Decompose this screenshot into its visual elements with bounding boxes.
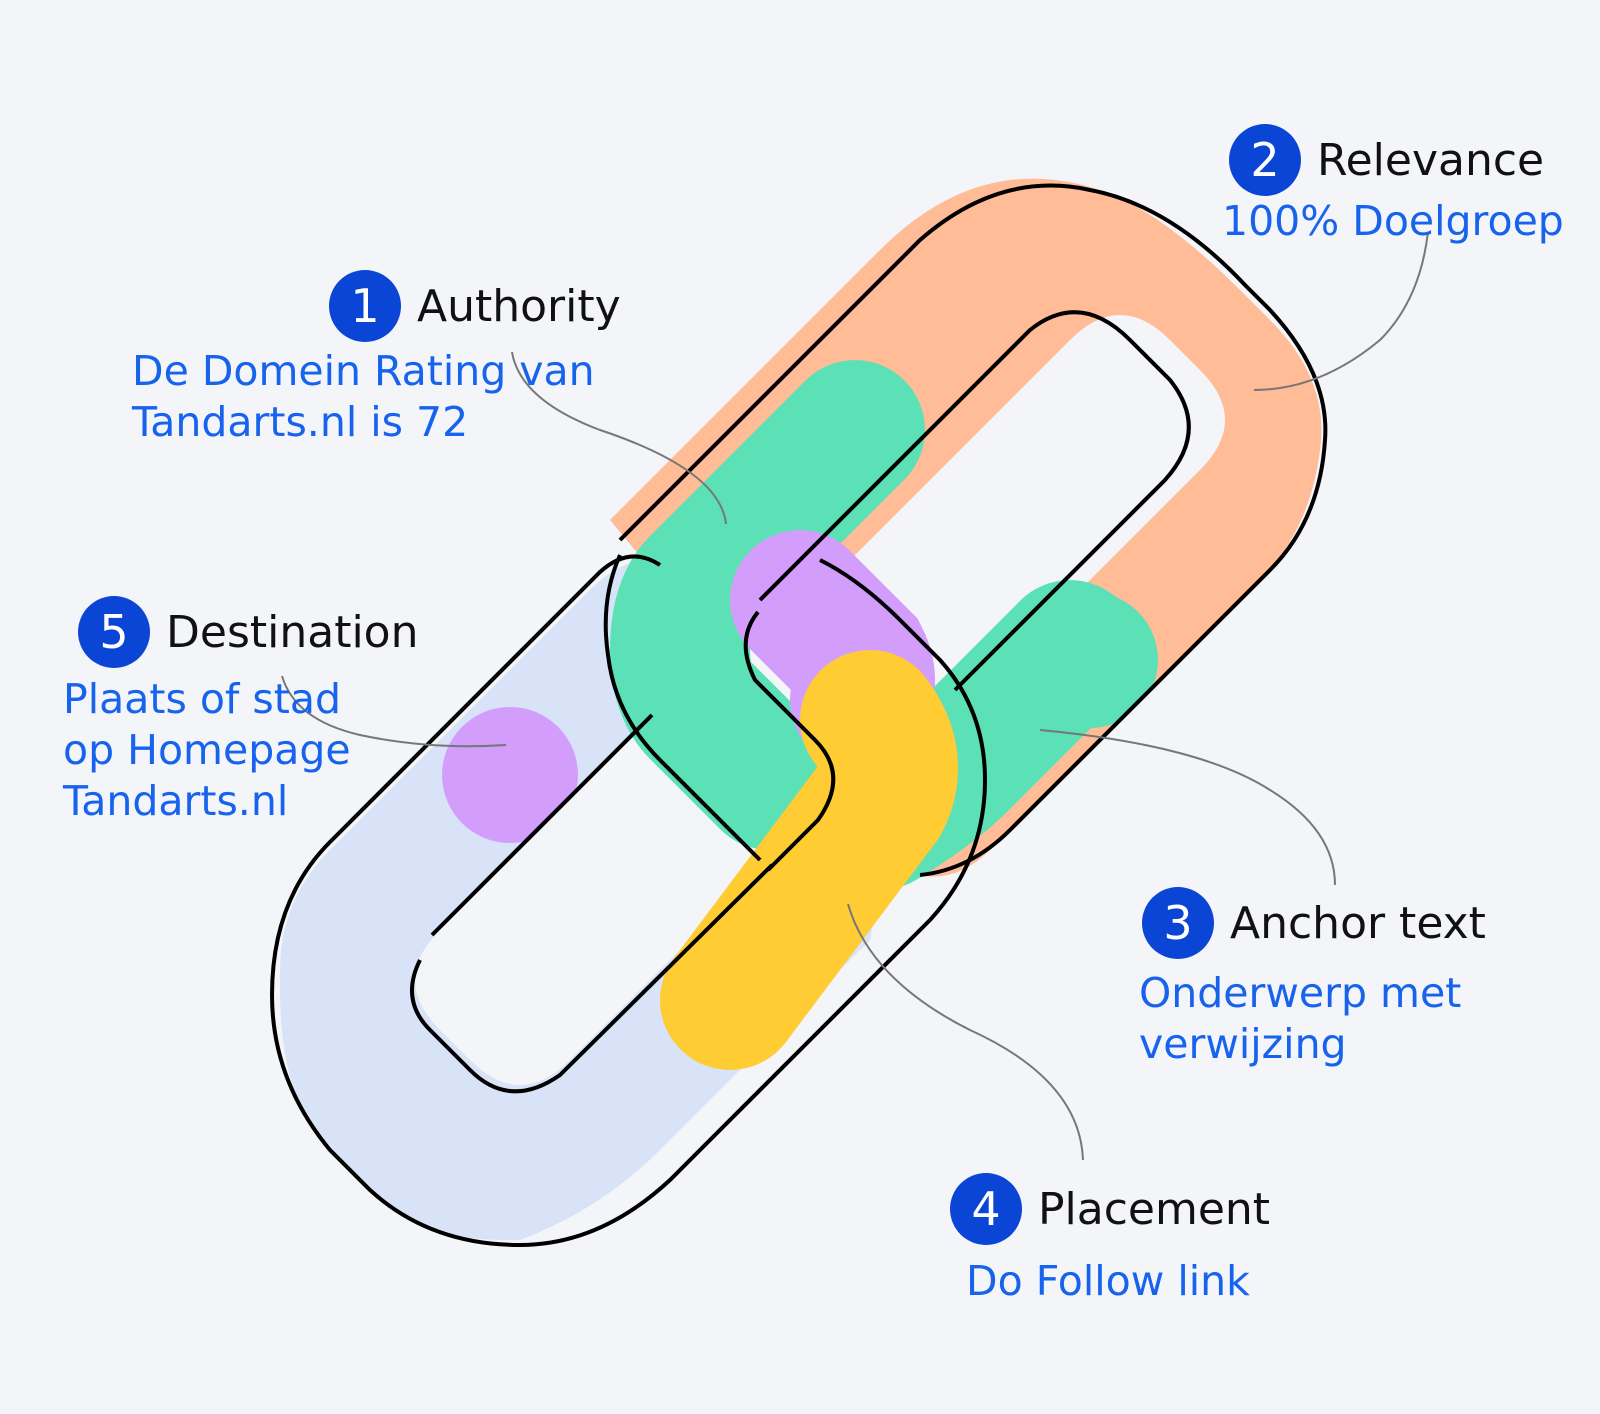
placement-number-badge: 4 <box>950 1173 1022 1245</box>
anchor-text-title: Anchor text <box>1230 897 1486 949</box>
destination-segment <box>442 707 578 843</box>
relevance-number-badge: 2 <box>1229 124 1301 196</box>
chain-outline <box>270 183 1328 1248</box>
destination-title: Destination <box>166 606 419 658</box>
destination-leader-line <box>281 675 507 748</box>
destination-description: Plaats of stad op Homepage Tandarts.nl <box>63 675 351 825</box>
placement-label: 4 Placement <box>950 1173 1270 1245</box>
placement-title: Placement <box>1038 1183 1271 1235</box>
placement-description: Do Follow link <box>966 1257 1250 1305</box>
relevance-leader-line <box>1253 231 1429 391</box>
anchor-text-number-badge: 3 <box>1142 887 1214 959</box>
authority-title: Authority <box>417 280 621 332</box>
authority-description: De Domein Rating van Tandarts.nl is 72 <box>132 347 595 446</box>
destination-number-badge: 5 <box>78 596 150 668</box>
placement-segment <box>660 650 958 1070</box>
anchor-text-leader-line <box>1039 729 1336 886</box>
relevance-description: 100% Doelgroep <box>1222 197 1564 245</box>
authority-label: 1 Authority <box>329 270 621 342</box>
leader-lines <box>281 231 1429 1161</box>
authority-leader-line <box>511 351 727 525</box>
relevance-title: Relevance <box>1317 134 1545 186</box>
anchor-text-label: 3 Anchor text <box>1142 887 1486 959</box>
destination-label: 5 Destination <box>78 596 418 668</box>
placement-leader-line <box>847 903 1084 1161</box>
authority-number-badge: 1 <box>329 270 401 342</box>
relevance-label: 2 Relevance <box>1229 124 1544 196</box>
authority-segment <box>609 360 925 850</box>
anchor-text-description: Onderwerp met verwijzing <box>1139 969 1462 1068</box>
